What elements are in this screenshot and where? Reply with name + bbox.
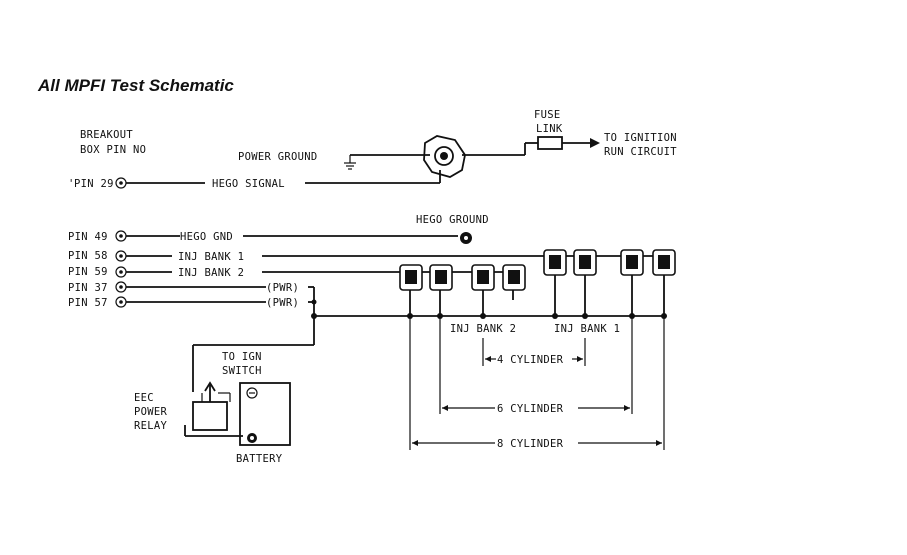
eec-relay-label-3: RELAY	[134, 420, 167, 432]
hego-gnd-label: HEGO GND	[180, 231, 233, 243]
breakout-label-line2: BOX PIN NO	[80, 144, 146, 156]
inj-bank1-wire-label: INJ BANK 1	[178, 251, 244, 263]
pin-58-label: PIN 58	[68, 250, 108, 262]
pin-29-label: PIN 29	[74, 178, 114, 190]
pwr-37-label: (PWR)	[266, 282, 299, 294]
cyl8-label: 8 CYLINDER	[497, 438, 564, 450]
fuse-label-1: FUSE	[534, 109, 561, 121]
battery-icon	[239, 382, 291, 446]
pin-57-label: PIN 57	[68, 297, 108, 309]
pin-59-label: PIN 59	[68, 266, 108, 278]
arrow-right-icon	[590, 138, 600, 148]
pin29-mark: '	[68, 178, 75, 190]
hego-sensor-icon	[423, 135, 466, 178]
page-title: All MPFI Test Schematic	[37, 76, 234, 95]
injector-icon	[543, 249, 567, 276]
relay-icon	[192, 381, 231, 431]
cyl6-label: 6 CYLINDER	[497, 403, 564, 415]
ground-lug-icon	[460, 232, 472, 244]
injector-icon	[429, 264, 453, 291]
eec-relay-label-2: POWER	[134, 406, 167, 418]
eec-relay-label-1: EEC	[134, 392, 154, 404]
inj-bank1-label: INJ BANK 1	[554, 323, 620, 335]
pin-terminals	[115, 177, 127, 308]
inj-bank2-wire-label: INJ BANK 2	[178, 267, 244, 279]
hego-ground-label: HEGO GROUND	[416, 214, 489, 226]
injector-icon	[399, 264, 423, 291]
power-ground-label: POWER GROUND	[238, 151, 317, 163]
injector-icon	[620, 249, 644, 276]
hego-signal-label: HEGO SIGNAL	[212, 178, 285, 190]
injector-icon	[471, 264, 495, 291]
battery-label: BATTERY	[236, 453, 283, 465]
to-ignition-label-2: RUN CIRCUIT	[604, 146, 677, 158]
injector-icon	[573, 249, 597, 276]
cyl4-label: 4 CYLINDER	[497, 354, 564, 366]
to-ign-switch-label-1: TO IGN	[222, 351, 262, 363]
to-ign-switch-label-2: SWITCH	[222, 365, 262, 377]
pin-37-label: PIN 37	[68, 282, 108, 294]
injector-icon	[652, 249, 676, 276]
pin-49-label: PIN 49	[68, 231, 108, 243]
breakout-label-line1: BREAKOUT	[80, 129, 133, 141]
to-ignition-label-1: TO IGNITION	[604, 132, 677, 144]
injector-icon	[502, 264, 526, 291]
fuse-link-icon	[537, 136, 563, 150]
inj-bank2-label: INJ BANK 2	[450, 323, 516, 335]
fuse-label-2: LINK	[536, 123, 563, 135]
pwr-57-label: (PWR)	[266, 297, 299, 309]
